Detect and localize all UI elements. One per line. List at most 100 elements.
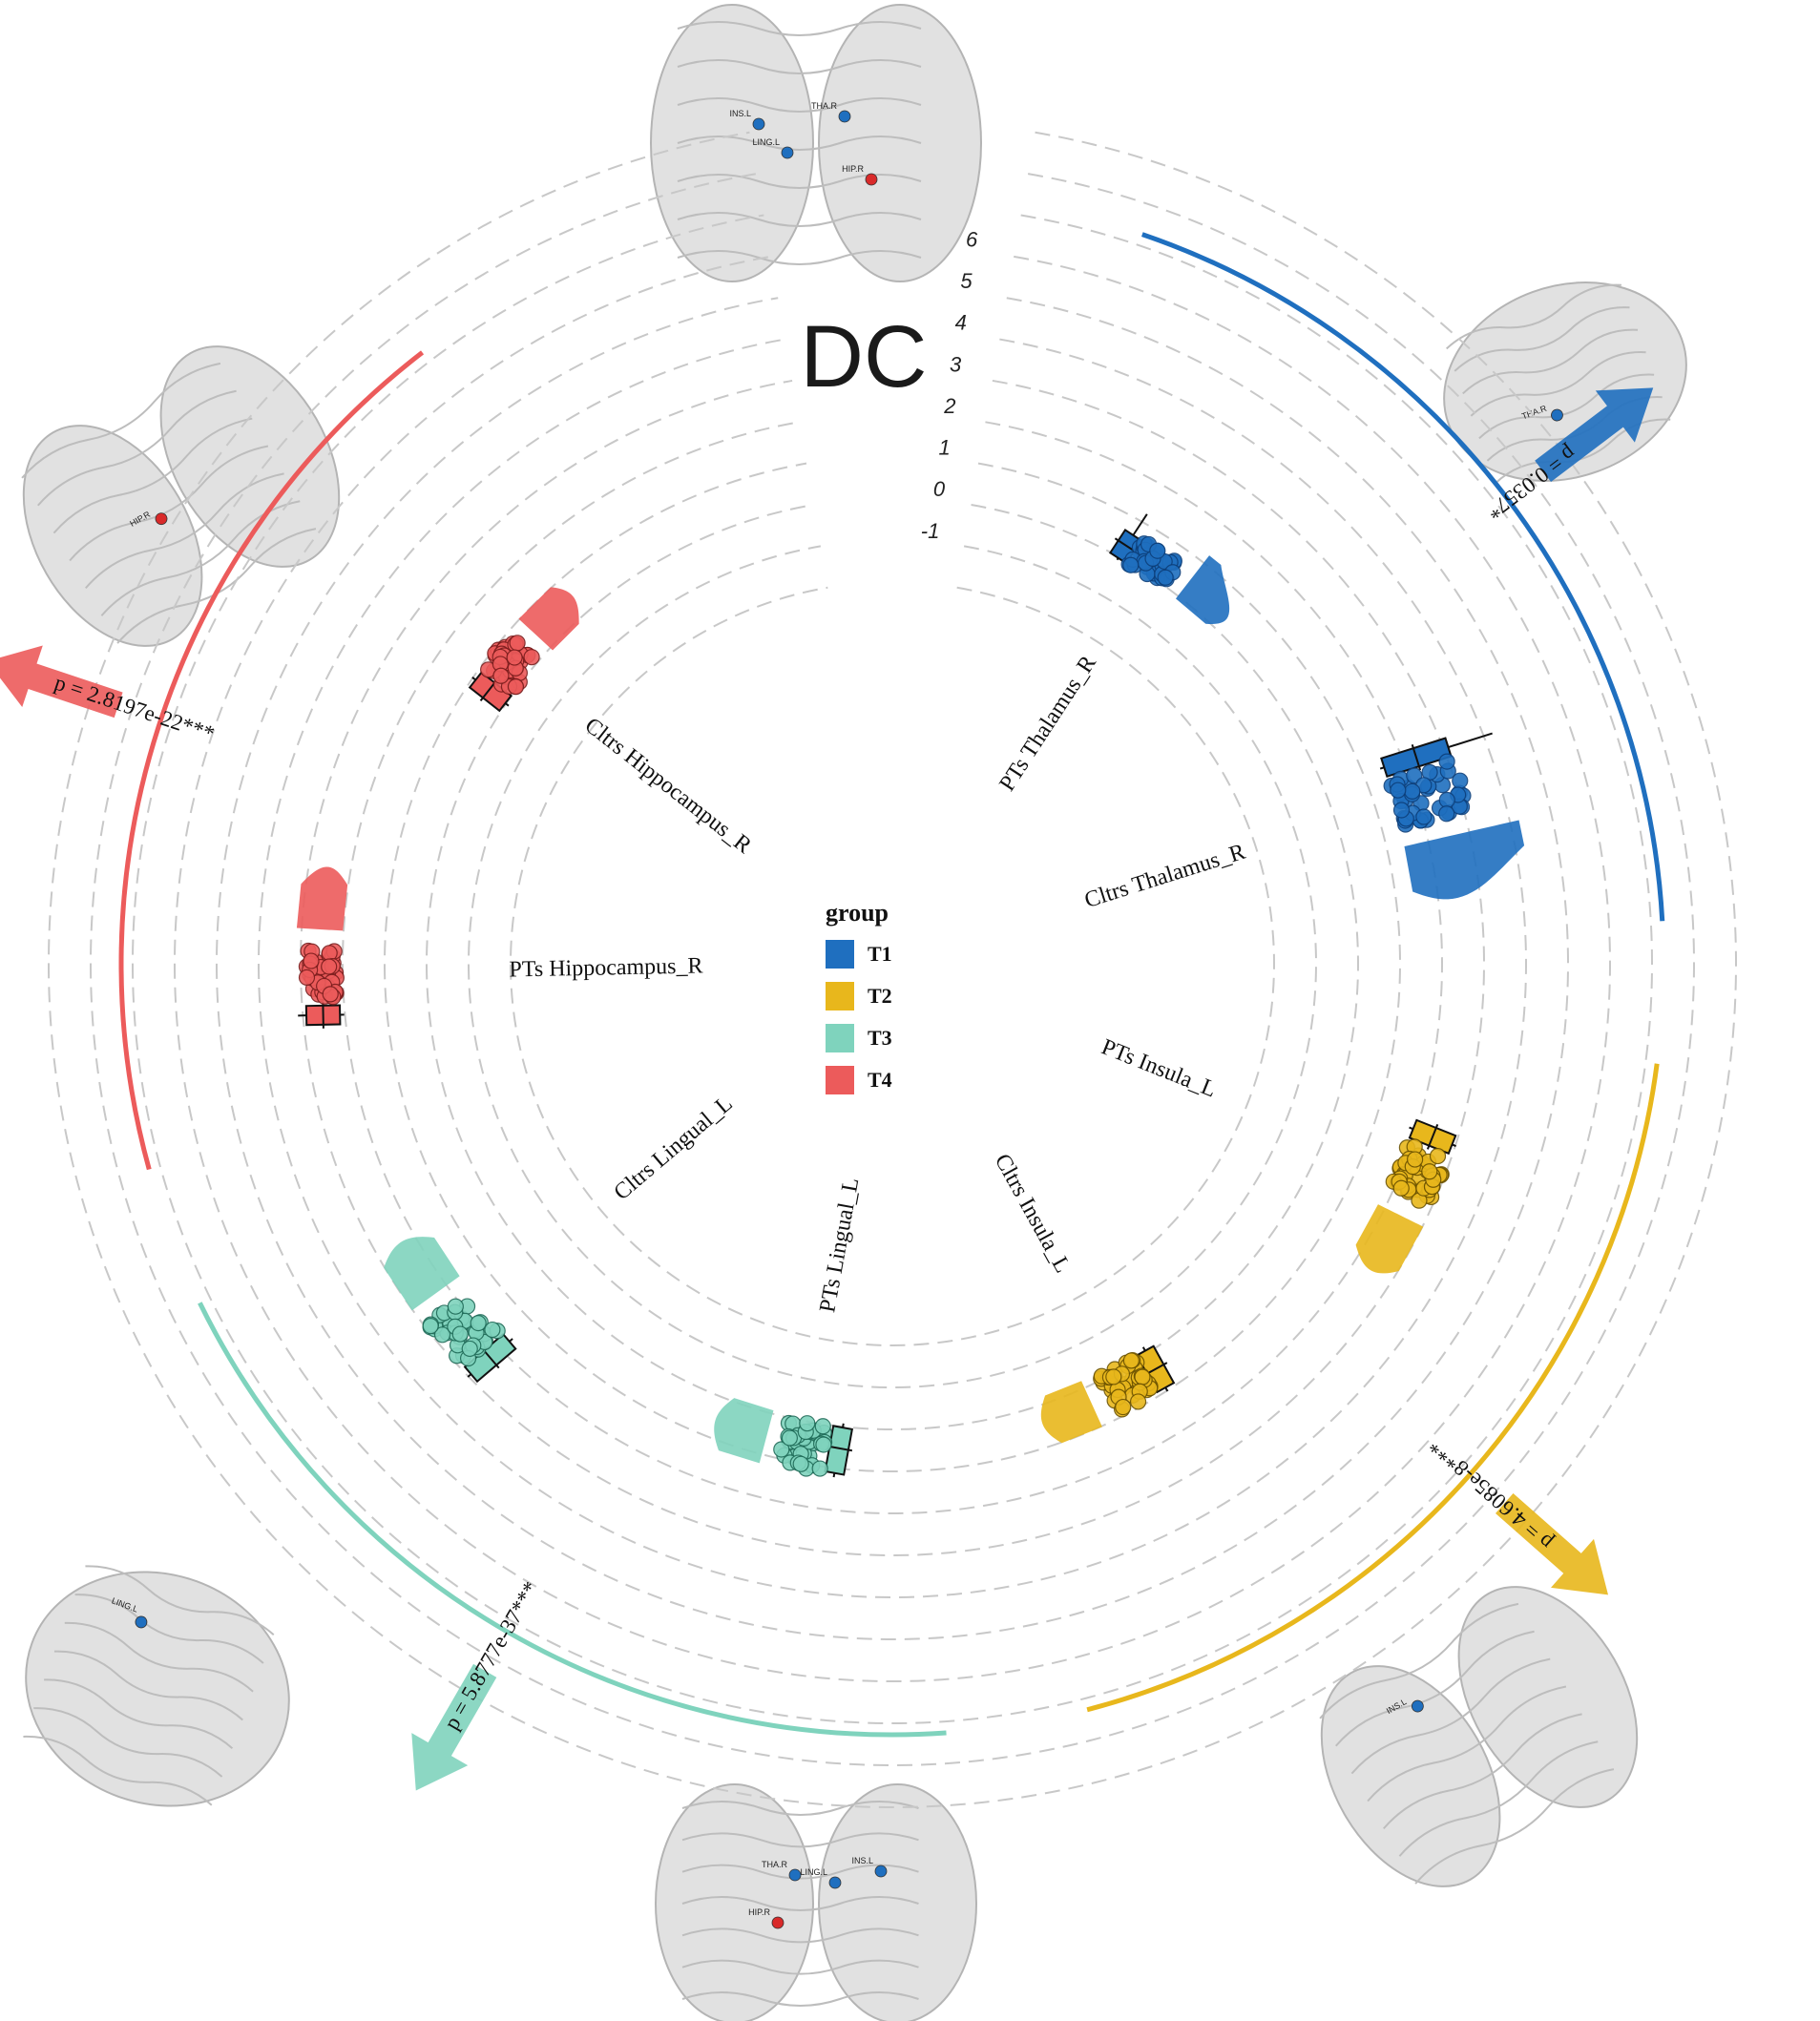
group-arc-T1 bbox=[1141, 232, 1665, 922]
roi-dot bbox=[135, 1615, 148, 1629]
data-point bbox=[484, 1321, 501, 1339]
box-whisker bbox=[1164, 1386, 1169, 1392]
brain-gyrus bbox=[1319, 1602, 1519, 1719]
box-whisker bbox=[1409, 1126, 1414, 1131]
box bbox=[298, 1001, 345, 1029]
radial-tick-label: -1 bbox=[921, 519, 940, 543]
category-marks bbox=[296, 866, 348, 1029]
data-point bbox=[1105, 1368, 1122, 1386]
group-arrows bbox=[0, 387, 1654, 1791]
roi-dot bbox=[828, 1876, 842, 1889]
data-point bbox=[509, 635, 526, 652]
grid-ring bbox=[258, 338, 1527, 1598]
brain-gyrus bbox=[677, 212, 922, 227]
legend-label-T3: T3 bbox=[868, 1026, 892, 1050]
brain-gyrus bbox=[1382, 1713, 1582, 1830]
data-point bbox=[1157, 569, 1174, 586]
brain-gyrus bbox=[36, 389, 237, 507]
brain-image-bottom-right: INS.L bbox=[1319, 1586, 1639, 1887]
data-point bbox=[799, 1415, 816, 1432]
roi-dot bbox=[874, 1865, 888, 1878]
brain-gyrus bbox=[1454, 306, 1630, 372]
brain-gyrus bbox=[677, 135, 922, 151]
legend-label-T1: T1 bbox=[868, 942, 892, 966]
brain-gyrus bbox=[681, 1832, 919, 1848]
box-whisker bbox=[1448, 732, 1493, 749]
grid-ring bbox=[468, 545, 1317, 1388]
roi-dot bbox=[1551, 408, 1563, 422]
roi-dot bbox=[838, 110, 851, 123]
group-arc-T2 bbox=[1086, 1063, 1660, 1713]
category-marks bbox=[1355, 1118, 1457, 1274]
category-label: PTs Lingual_L bbox=[815, 1176, 864, 1314]
brain-gyrus bbox=[116, 528, 317, 644]
data-point bbox=[814, 1418, 831, 1435]
brain-gyrus bbox=[1414, 1768, 1615, 1885]
data-point bbox=[470, 1314, 487, 1332]
brain-gyrus bbox=[52, 417, 253, 534]
roi-dot bbox=[781, 146, 794, 159]
data-point bbox=[1429, 1147, 1447, 1165]
roi-label: HIP.R bbox=[842, 164, 864, 174]
category-label: PTs Insula_L bbox=[1098, 1034, 1220, 1102]
data-point bbox=[773, 1441, 790, 1458]
data-point bbox=[322, 986, 339, 1003]
brain-gyrus bbox=[64, 1621, 254, 1693]
density bbox=[296, 866, 348, 931]
data-point bbox=[1438, 791, 1455, 809]
arrow-T2 bbox=[1496, 1493, 1609, 1595]
data-point bbox=[1129, 1393, 1147, 1410]
roi-dot bbox=[865, 173, 878, 186]
data-point bbox=[303, 952, 320, 969]
legend-swatch-T2 bbox=[826, 982, 854, 1010]
brain-gyrus bbox=[1462, 328, 1639, 395]
brain-gyrus bbox=[1470, 351, 1646, 417]
brain-gyrus bbox=[681, 1896, 919, 1911]
brain-images: INS.LTHA.RLING.LHIP.RTHA.RINS.LTHA.RLING… bbox=[21, 4, 1687, 2021]
data-point bbox=[298, 969, 316, 987]
brain-shape bbox=[1443, 281, 1687, 482]
roi-dot bbox=[1411, 1699, 1424, 1713]
data-point bbox=[1392, 1179, 1410, 1197]
arrow-shape bbox=[1496, 1493, 1609, 1595]
legend-swatch-T3 bbox=[826, 1024, 854, 1052]
category-label: PTs Thalamus_R bbox=[994, 652, 1101, 796]
data-point bbox=[523, 649, 540, 666]
grid-ring bbox=[426, 504, 1359, 1431]
brain-gyrus bbox=[677, 97, 922, 113]
grid-ring bbox=[510, 586, 1275, 1346]
box-whisker bbox=[1141, 1346, 1146, 1352]
box-whisker bbox=[504, 702, 510, 707]
data-point bbox=[811, 1460, 828, 1477]
brain-gyrus bbox=[1398, 1740, 1599, 1857]
grid-ring bbox=[132, 214, 1653, 1725]
data-point bbox=[1438, 805, 1455, 823]
brain-image-bottom-left: LING.L bbox=[23, 1565, 290, 1807]
brain-gyrus bbox=[53, 1650, 243, 1721]
grid-ring bbox=[216, 297, 1569, 1640]
data-point bbox=[1392, 802, 1411, 819]
brain-gyrus bbox=[33, 1707, 223, 1778]
box-whisker bbox=[509, 1338, 513, 1343]
brain-gyrus bbox=[1334, 1630, 1535, 1747]
box-whisker bbox=[1379, 766, 1385, 770]
box-whisker bbox=[1452, 1143, 1456, 1148]
grid-ring bbox=[384, 462, 1401, 1472]
brain-gyrus bbox=[681, 1991, 919, 2007]
arrow-T4 bbox=[0, 645, 123, 719]
data-point bbox=[1390, 781, 1407, 799]
brain-gyrus bbox=[677, 21, 922, 36]
data-point bbox=[1415, 808, 1433, 825]
box-whisker bbox=[471, 677, 476, 681]
data-point bbox=[461, 1340, 478, 1358]
roi-label: HIP.R bbox=[748, 1907, 770, 1917]
legend-swatch-T1 bbox=[826, 940, 854, 969]
category-marks bbox=[1379, 732, 1525, 900]
grid-ring bbox=[90, 173, 1695, 1767]
brain-gyrus bbox=[84, 472, 284, 590]
density bbox=[1355, 1204, 1424, 1274]
